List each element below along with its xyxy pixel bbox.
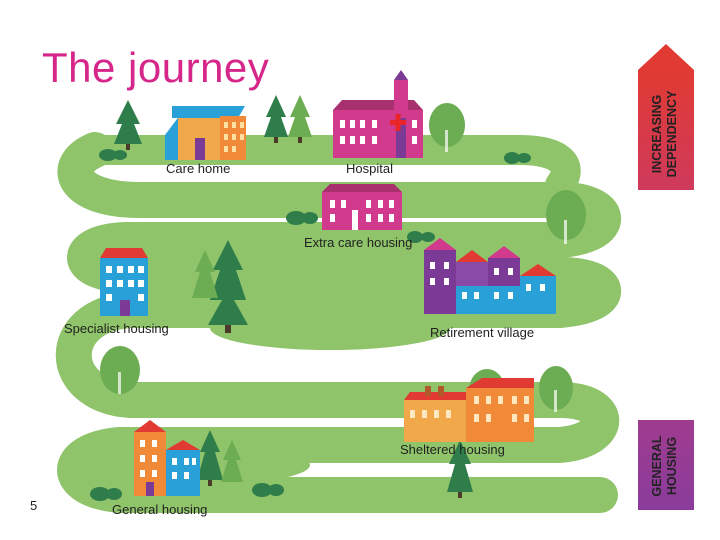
label-general-housing-scale: GENERAL HOUSING	[650, 418, 682, 514]
round-tree-icon	[546, 190, 586, 244]
label-increasing: INCREASING	[650, 94, 664, 174]
round-tree-icon	[429, 103, 465, 152]
conifer-tree-icon	[197, 430, 223, 486]
label-care-home: Care home	[166, 161, 231, 176]
conifer-tree-icon	[114, 100, 142, 150]
label-sheltered-housing: Sheltered housing	[400, 442, 505, 457]
round-tree-icon	[100, 346, 140, 394]
conifer-tree-icon	[447, 440, 473, 498]
round-tree-icon	[539, 366, 573, 412]
page-title: The journey	[42, 44, 270, 91]
label-dependency: DEPENDENCY	[665, 90, 679, 178]
sheltered-housing-building	[404, 378, 534, 442]
conifer-tree-icon	[192, 250, 218, 298]
conifer-tree-icon	[221, 440, 243, 482]
label-specialist-housing: Specialist housing	[64, 321, 169, 336]
retirement-village-buildings	[424, 238, 556, 314]
label-general-housing: General housing	[112, 502, 208, 517]
label-retirement-village: Retirement village	[430, 325, 535, 340]
general-housing-buildings	[134, 420, 200, 496]
hospital-cross-icon	[390, 114, 406, 131]
page-number: 5	[30, 498, 38, 513]
hospital-building	[333, 70, 423, 158]
specialist-housing-building	[100, 248, 148, 316]
label-general: GENERAL	[650, 435, 664, 497]
label-increasing-dependency: INCREASING DEPENDENCY	[650, 74, 682, 194]
extra-care-housing-building	[322, 184, 402, 230]
label-housing: HOUSING	[665, 436, 679, 496]
dependency-arrow	[638, 44, 694, 510]
conifer-tree-icon	[288, 95, 312, 143]
conifer-tree-icon	[264, 95, 288, 143]
conifer-tree-icon	[208, 240, 248, 333]
care-home-building	[165, 106, 246, 160]
bushes	[90, 149, 531, 501]
label-hospital: Hospital	[346, 161, 393, 176]
label-extra-care-housing: Extra care housing	[304, 235, 413, 250]
